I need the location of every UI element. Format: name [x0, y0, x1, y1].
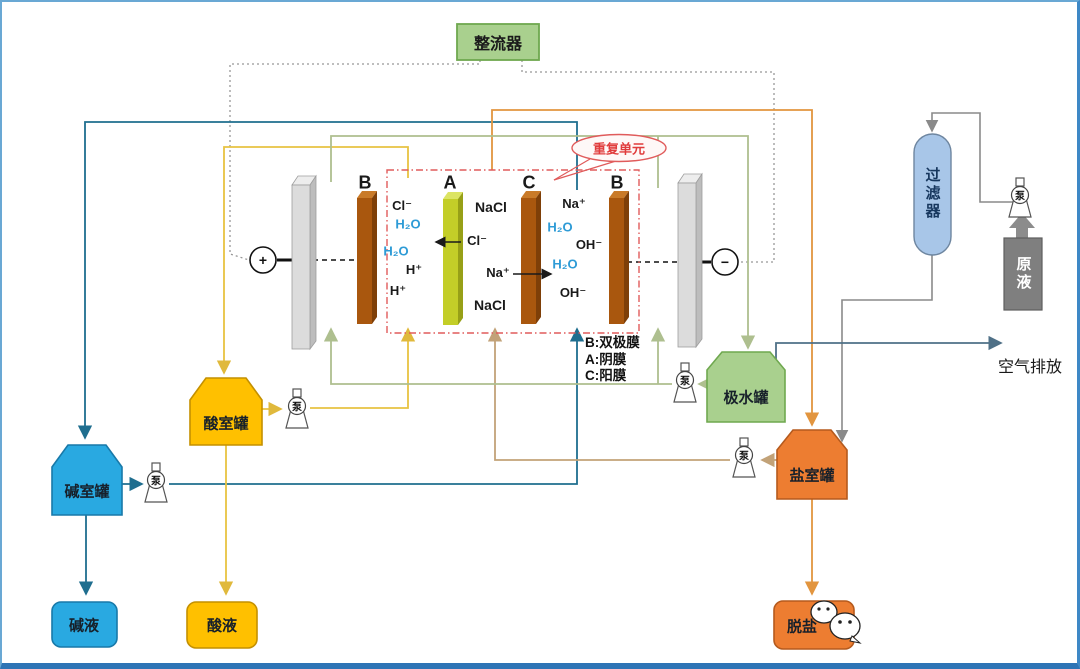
pipe-alkali-return	[77, 121, 578, 440]
legend-anion: A:阴膜	[585, 351, 627, 367]
legend-cation: C:阳膜	[585, 368, 627, 383]
alkali-pump	[144, 462, 168, 503]
ion-oh-base-2: OH⁻	[559, 285, 587, 300]
pole-water-tank-shape	[706, 351, 786, 423]
rectifier-label: 整流器	[473, 36, 523, 53]
pipe-acid-feed	[310, 327, 416, 409]
acid-tank-shape	[189, 377, 263, 446]
pole-water-pump	[673, 362, 697, 403]
pipe-air-vent	[775, 335, 1003, 359]
rectifier-shape	[456, 23, 540, 61]
ion-cl-transfer: Cl⁻	[467, 233, 487, 248]
ion-h2o-acid-2: H₂O	[383, 243, 409, 259]
acid-product-label: 酸液	[206, 617, 238, 635]
salt-tank-label: 盐室罐	[789, 467, 835, 485]
pipe-pole-return	[330, 135, 756, 350]
ion-h-acid-1: H⁺	[405, 262, 423, 277]
bipolar-membrane-left	[357, 191, 377, 324]
acid-tank-label: 酸室罐	[203, 415, 249, 433]
ion-h2o-base-1: H₂O	[547, 219, 573, 235]
anode-sign: +	[258, 252, 268, 268]
wire-rectifier-anode	[229, 60, 481, 261]
acid-pump-label: 泵	[292, 402, 302, 414]
air-discharge-label: 空气排放	[997, 359, 1063, 376]
cathode-terminal	[711, 248, 739, 276]
pipe-alkali-feed	[169, 327, 585, 485]
ion-nacl-bottom: NaCl	[474, 297, 506, 313]
cathode-sign: −	[720, 254, 730, 270]
raw-feed-block-arrow	[1009, 213, 1035, 238]
alkali-tank-label: 碱室罐	[64, 483, 110, 501]
alkali-product-shape	[51, 601, 118, 648]
pipe-salt-return	[491, 109, 820, 427]
repeat-unit-leader-1	[553, 158, 591, 181]
salt-pump-label: 泵	[739, 451, 749, 463]
salt-pump	[732, 437, 756, 478]
filter-shape	[913, 133, 952, 256]
ion-na-transfer: Na⁺	[486, 265, 510, 280]
legend-bipolar: B:双极膜	[585, 335, 640, 350]
ion-na-base: Na⁺	[562, 196, 586, 211]
pole-water-pump-label: 泵	[680, 376, 690, 388]
raw-liquid-shape	[1003, 237, 1043, 311]
pipe-acid-return	[216, 146, 409, 375]
membrane-letter-b1: B	[358, 172, 372, 193]
alkali-product-label: 碱液	[68, 617, 100, 635]
ion-oh-base-1: OH⁻	[575, 237, 603, 252]
wechat-watermark-icon	[810, 600, 862, 644]
pipe-pole-feed	[323, 327, 672, 385]
salt-tank-shape	[776, 429, 848, 500]
pole-water-tank-label: 极水罐	[723, 389, 769, 407]
filter-label: 过滤器	[923, 167, 941, 221]
raw-liquid-label: 原液	[1014, 256, 1032, 292]
wire-rectifier-cathode	[521, 60, 775, 263]
pipe-raw-to-filter	[925, 112, 1014, 203]
membrane-letter-c: C	[522, 172, 536, 193]
anode-terminal	[249, 246, 277, 274]
repeat-unit-label: 重复单元	[592, 141, 646, 157]
ion-nacl-top: NaCl	[475, 199, 507, 215]
raw-feed-pump-label: 泵	[1015, 191, 1025, 203]
repeat-unit-box	[386, 169, 640, 334]
pipe-filter-to-salt-tank	[835, 255, 933, 443]
membrane-letter-a: A	[443, 172, 457, 193]
anode-electrode	[291, 174, 317, 351]
pipe-salt-feed	[487, 327, 730, 461]
desalted-product-label: 脱盐	[786, 618, 818, 636]
ion-cl-acid: Cl⁻	[392, 198, 412, 213]
acid-pump	[285, 388, 309, 429]
cation-membrane	[521, 191, 541, 324]
alkali-pump-label: 泵	[151, 476, 161, 488]
ion-h2o-base-2: H₂O	[552, 256, 578, 272]
ion-h2o-acid-1: H₂O	[395, 216, 421, 232]
membrane-letter-b2: B	[610, 172, 624, 193]
raw-feed-pump	[1008, 177, 1032, 218]
membrane-legend: B:双极膜 A:阴膜 C:阳膜	[585, 335, 640, 385]
anion-membrane	[443, 192, 463, 325]
repeat-unit-leader-2	[553, 160, 617, 181]
bipolar-membrane-right	[609, 191, 629, 324]
repeat-unit-bubble	[571, 133, 667, 163]
ion-h-acid-2: H⁺	[389, 283, 407, 298]
cathode-electrode	[677, 172, 703, 349]
alkali-tank-shape	[51, 444, 123, 516]
acid-product-shape	[186, 601, 258, 649]
